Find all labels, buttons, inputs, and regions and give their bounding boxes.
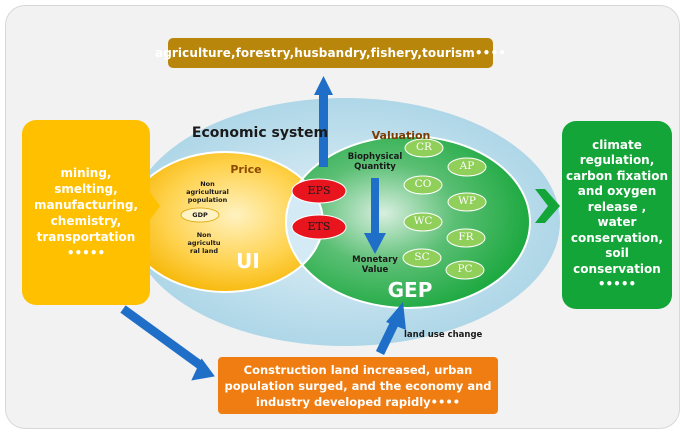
right-box: climate regulation, carbon fixation and … <box>562 121 672 309</box>
bottom-box-line: population surged, and the economy and <box>224 378 492 393</box>
red-pill-ets <box>291 214 347 240</box>
eps-label: EPS <box>307 184 331 197</box>
left-box-line: transportation <box>36 229 136 244</box>
top-box-text: agriculture,forestry,husbandry,fishery,t… <box>155 46 506 60</box>
right-box-line: soil <box>605 246 629 260</box>
bottom-box-line: industry developed rapidly•••• <box>255 394 461 409</box>
left-box-line: smelting, <box>54 181 118 196</box>
red-pill-eps <box>291 178 347 204</box>
service-label-wc: WC <box>413 215 433 227</box>
arrow-bottom-to-gep <box>375 302 406 355</box>
arrow-up-to-top-box <box>314 76 333 167</box>
service-pill-co <box>403 175 443 195</box>
gep-label: GEP <box>387 278 433 302</box>
left-box-line: chemistry, <box>50 213 122 228</box>
left-box: mining, smelting, manufacturing, chemist… <box>22 120 150 305</box>
left-box-line: manufacturing, <box>33 197 139 212</box>
right-box-line: water <box>597 215 637 229</box>
service-label-wp: WP <box>458 195 476 207</box>
service-label-pc: PC <box>457 263 473 275</box>
biophysical-quantity-label: Biophysical Quantity <box>347 152 403 172</box>
ets-label: ETS <box>307 220 331 233</box>
left-box-line: ••••• <box>66 245 106 260</box>
ui-label: UI <box>236 249 260 273</box>
valuation-label: Valuation <box>371 129 431 142</box>
service-label-cr: CR <box>416 141 432 153</box>
service-label-ap: AP <box>459 160 475 172</box>
left-box-line: mining, <box>60 165 112 180</box>
bottom-box: Construction land increased, urban popul… <box>218 357 498 414</box>
service-pill-pc <box>445 260 485 280</box>
price-label: Price <box>230 163 262 176</box>
service-pills <box>402 138 487 280</box>
land-use-change-label: land use change <box>404 330 483 340</box>
service-pill-sc <box>402 248 442 268</box>
service-pill-ap <box>447 157 487 177</box>
service-pill-cr <box>404 138 444 158</box>
service-pill-wp <box>447 192 487 212</box>
right-box-line: regulation, <box>579 153 655 167</box>
ui-item-gdp: GDP <box>192 211 208 219</box>
bottom-box-line: Construction land increased, urban <box>243 362 473 377</box>
right-box-line: ••••• <box>597 277 637 291</box>
service-pill-fr <box>446 228 486 248</box>
ui-item-non-agricultural-land: Non agricultu ral land <box>187 231 221 255</box>
right-chevron-icon <box>535 189 560 223</box>
ui-circle <box>127 152 323 292</box>
top-box: agriculture,forestry,husbandry,fishery,t… <box>155 38 506 68</box>
arrow-left-to-bottom-box <box>120 305 215 381</box>
service-pill-wc <box>403 212 443 232</box>
economic-system-label: Economic system <box>191 125 329 141</box>
service-label-co: CO <box>414 178 432 190</box>
ui-item-non-agricultural-population: Non agricultural population <box>186 180 229 204</box>
right-box-line: climate <box>592 137 642 152</box>
right-box-line: release , <box>587 199 647 214</box>
service-label-fr: FR <box>458 231 474 243</box>
service-label-sc: SC <box>414 251 430 263</box>
right-box-line: carbon fixation <box>565 168 669 183</box>
right-box-line: conservation <box>573 261 661 276</box>
right-box-line: conservation, <box>570 230 664 245</box>
arrow-down-valuation <box>364 178 386 254</box>
right-box-line: and oxygen <box>577 184 657 198</box>
monetary-value-label: Monetary Value <box>352 255 398 275</box>
gdp-pill <box>180 207 220 223</box>
